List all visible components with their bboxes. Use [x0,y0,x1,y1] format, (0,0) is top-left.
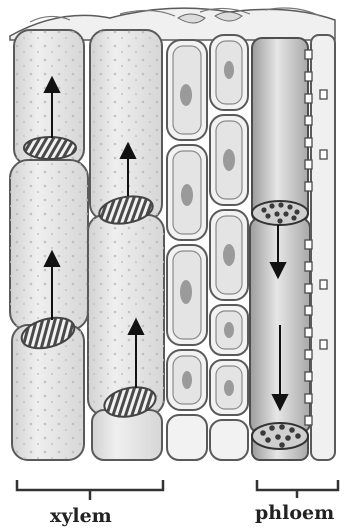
phloem-label: phloem [255,502,334,524]
sieve-plate [252,201,308,225]
perforation-plate [24,137,76,159]
xylem-bracket [17,480,163,500]
phloem-bracket [257,480,338,498]
sieve-plate [252,423,308,449]
xylem-vessel-right [88,30,164,460]
companion-cell [305,35,335,460]
xylem-vessel-left [10,30,88,460]
xylem-label: xylem [50,505,112,527]
